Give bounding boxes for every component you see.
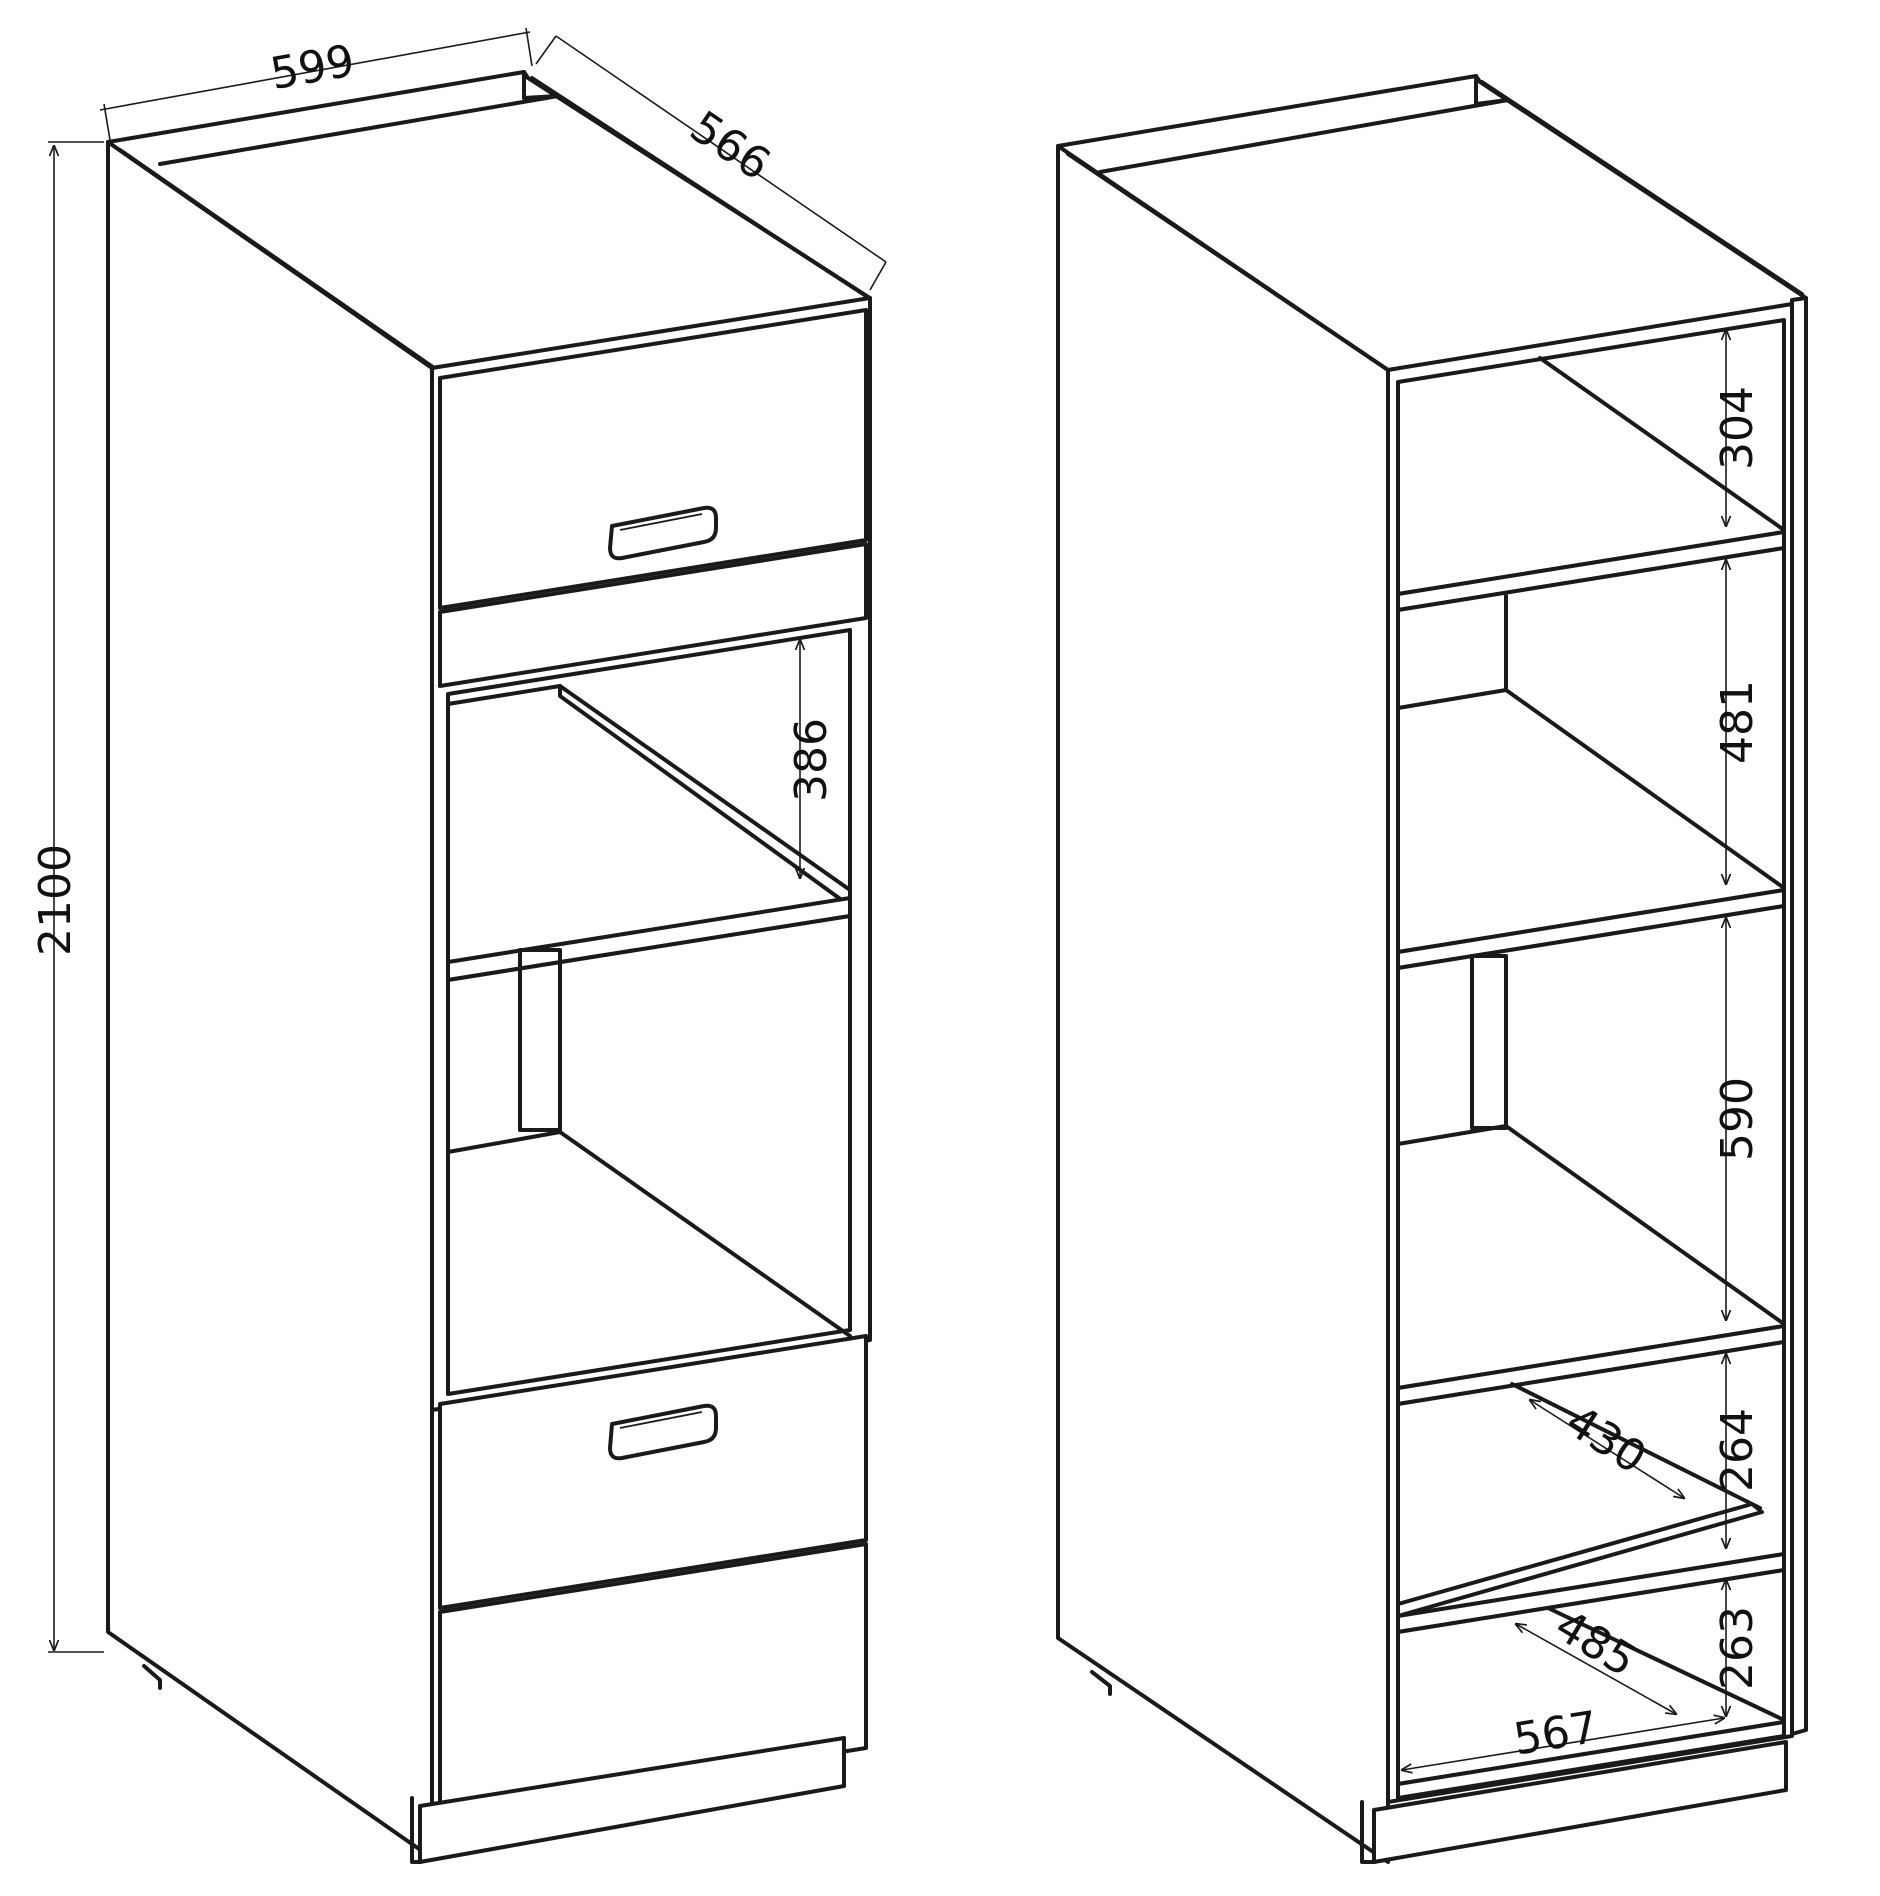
left-top-drawer-front — [438, 308, 868, 610]
left-width-label: 599 — [267, 35, 359, 100]
left-cabinet: 599 566 2100 386 — [30, 27, 887, 1864]
left-cabinet-side-panel — [106, 140, 434, 1860]
left-plinth — [418, 1736, 846, 1864]
left-height-dimension: 2100 — [30, 141, 104, 1653]
left-depth-label: 566 — [681, 101, 779, 190]
left-bottom-drawer-handle — [608, 1403, 718, 1461]
left-bottom-drawer-1-front — [438, 1334, 868, 1610]
right-compartment-2-label: 481 — [1712, 680, 1763, 764]
left-bottom-drawer-2-front — [438, 1542, 868, 1818]
right-cabinet-side-panel — [1056, 144, 1390, 1864]
right-cabinet-right-edge — [1790, 296, 1808, 1736]
left-oven-dimension: 386 — [786, 640, 837, 878]
right-pullout-shelf — [1396, 1502, 1764, 1618]
right-compartment-5-label: 263 — [1712, 1606, 1763, 1690]
left-top-drawer-handle — [608, 505, 718, 561]
right-compartment-5-dimension: 263 — [1712, 1580, 1763, 1716]
right-compartment-1-label: 304 — [1712, 386, 1763, 470]
right-cabinet: 304 481 590 264 263 430 485 567 — [1056, 74, 1808, 1864]
right-compartment-3-label: 590 — [1712, 1077, 1763, 1161]
right-compartment-4-label: 264 — [1712, 1408, 1763, 1492]
right-compartment-2-dimension: 481 — [1712, 560, 1763, 884]
left-oven-label: 386 — [786, 718, 837, 802]
right-compartment-4-dimension: 264 — [1712, 1354, 1763, 1548]
left-lower-niche — [446, 914, 852, 1396]
right-compartment-3-dimension: 590 — [1712, 918, 1763, 1320]
right-compartment-1-dimension: 304 — [1712, 330, 1763, 526]
left-height-label: 2100 — [30, 844, 81, 956]
